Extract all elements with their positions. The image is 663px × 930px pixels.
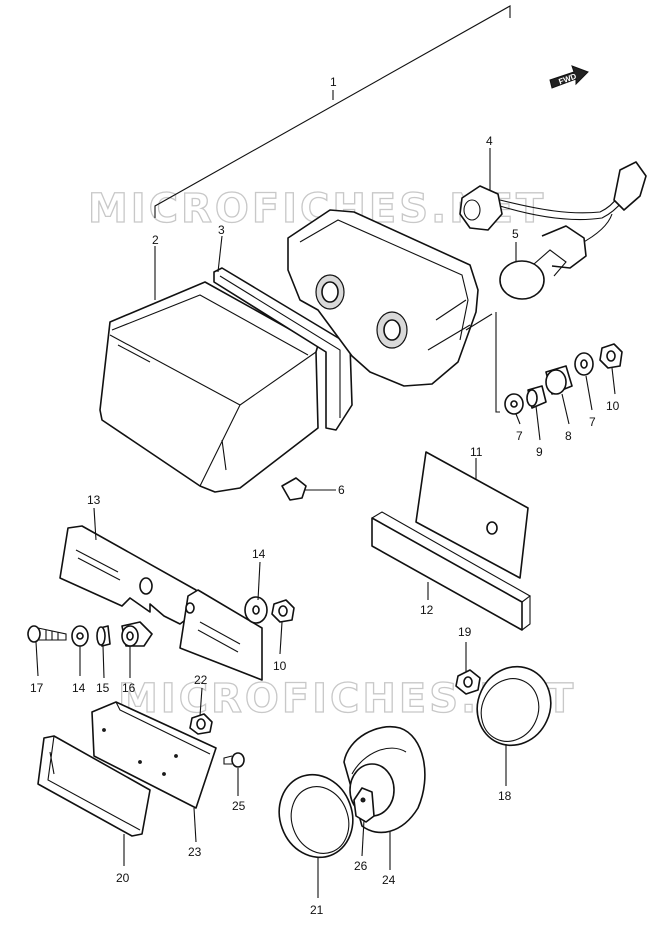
- callout-numbers: 1 2 3 4 5 6 7 7 8 9 10 10 11 12 13 14 14…: [30, 75, 620, 917]
- tail-housing: [287, 209, 493, 387]
- screw-25: [223, 752, 245, 768]
- lens-gasket: [213, 267, 353, 431]
- washer-7a: [504, 393, 524, 415]
- assembly-bracket: [154, 5, 511, 413]
- callout-10a: 10: [606, 399, 620, 413]
- callout-12: 12: [420, 603, 434, 617]
- callout-1: 1: [330, 75, 337, 89]
- callout-23: 23: [188, 845, 202, 859]
- grommet-16: [121, 621, 153, 647]
- callout-8: 8: [565, 429, 572, 443]
- callout-5: 5: [512, 227, 519, 241]
- callout-19: 19: [458, 625, 472, 639]
- reflector-plate-11: [415, 451, 529, 579]
- clip-6: [281, 477, 307, 501]
- reflector-bar-12: [371, 511, 532, 631]
- callout-2: 2: [152, 233, 159, 247]
- callout-21: 21: [310, 903, 324, 917]
- callout-13: 13: [87, 493, 101, 507]
- fwd-arrow-icon: FWD: [549, 65, 589, 89]
- callout-20: 20: [116, 871, 130, 885]
- callout-14b: 14: [72, 681, 86, 695]
- bracket-13: [59, 525, 197, 625]
- callout-14a: 14: [252, 547, 266, 561]
- callout-3: 3: [218, 223, 225, 237]
- washer-14b: [71, 625, 89, 647]
- callout-4: 4: [486, 134, 493, 148]
- callout-16: 16: [122, 681, 136, 695]
- callout-18: 18: [498, 789, 512, 803]
- marker-lens-18: [476, 665, 552, 747]
- bracket-26: [353, 787, 375, 823]
- nut-19: [455, 669, 481, 695]
- license-lens-20: [37, 735, 151, 837]
- callout-7a: 7: [516, 429, 523, 443]
- bolt-17: [27, 625, 67, 643]
- callout-24: 24: [382, 873, 396, 887]
- collar-15: [96, 625, 111, 647]
- marker-lens-21: [278, 773, 354, 859]
- callout-6: 6: [338, 483, 345, 497]
- bulb: [499, 225, 587, 300]
- callout-25: 25: [232, 799, 246, 813]
- nut-10b: [271, 599, 295, 623]
- bulb-socket: [459, 161, 647, 245]
- callout-7b: 7: [589, 415, 596, 429]
- grommet-8: [545, 365, 573, 395]
- callout-26: 26: [354, 859, 368, 873]
- callout-9: 9: [536, 445, 543, 459]
- bracket-plate-13b: [179, 589, 263, 681]
- callout-11: 11: [470, 445, 483, 459]
- leader-lines: [35, 148, 616, 898]
- callout-15: 15: [96, 681, 110, 695]
- nut-22: [189, 713, 213, 735]
- callout-17: 17: [30, 681, 44, 695]
- callout-10b: 10: [273, 659, 287, 673]
- fwd-label: FWD: [557, 72, 577, 87]
- license-bracket-23: [91, 701, 217, 809]
- nut-10a: [599, 343, 623, 369]
- spacer-9: [526, 385, 547, 409]
- washer-7b: [574, 352, 594, 376]
- washer-14a: [244, 596, 268, 624]
- callout-22: 22: [194, 673, 208, 687]
